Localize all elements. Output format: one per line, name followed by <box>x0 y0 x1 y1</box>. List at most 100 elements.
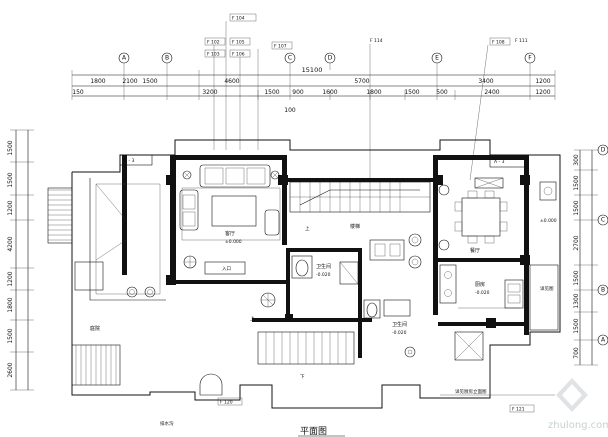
dim-left-2: 1500 <box>7 172 14 187</box>
top-dimension-chains: 15100 1800 2100 1500 4600 5700 3400 1200… <box>71 66 556 114</box>
dim-right-4: 2700 <box>573 235 580 250</box>
dim-total: 15100 <box>302 66 323 74</box>
dim-sub-3: 1500 <box>264 89 279 96</box>
bathroom-left: 卫生间 -0.020 <box>260 255 331 308</box>
living-room: 客厅 ±0.000 入口 <box>179 164 281 275</box>
central-stair: 楼梯 上 <box>289 181 431 232</box>
dim-sub-4: 900 <box>292 89 304 96</box>
dim-right-3: 1500 <box>573 200 580 215</box>
dim-top-3: 1500 <box>142 78 157 85</box>
kitchen: 厨房 -0.020 详见图 <box>439 264 559 361</box>
tag-f102: F 102 <box>207 40 220 46</box>
tag-f103: F 103 <box>207 52 220 58</box>
watermark-logo: zhulong.com <box>548 378 608 431</box>
bath2-level: -0.020 <box>392 330 407 336</box>
axis-d: D <box>328 55 333 62</box>
dim-right-6: 1300 <box>573 293 580 308</box>
tag-f106: F 106 <box>232 52 245 58</box>
dim-sub-8: 500 <box>436 89 448 96</box>
dim-left-6: 1800 <box>7 297 14 312</box>
left-wing: A - 3 庭院 <box>47 154 166 386</box>
leader-tags-top: F 104 F 102 F 103 F 105 F 106 F 107 F 10… <box>204 13 528 181</box>
bathroom-right: 卫生间 -0.020 <box>363 299 416 358</box>
dim-top-6: 3400 <box>478 78 493 85</box>
dim-sub-7: 1500 <box>404 89 419 96</box>
dim-sub-6: 1800 <box>366 89 381 96</box>
dim-top-1: 1800 <box>90 78 105 85</box>
bath1-label: 卫生间 <box>316 263 331 270</box>
right-dimension-chains: 300 1500 1500 2700 1500 1300 1500 700 <box>573 149 598 366</box>
tag-f107: F 107 <box>274 44 287 50</box>
dim-top-4: 4600 <box>224 78 239 85</box>
dim-right-2: 1500 <box>573 175 580 190</box>
tag-f104-top: F 104 <box>232 16 245 22</box>
tag-f121: F 121 <box>512 407 525 413</box>
axis-bubbles-top: A B C D E F <box>118 52 536 70</box>
dim-sub-5: 1600 <box>322 89 337 96</box>
axis-b: B <box>165 55 169 62</box>
dim-top-5: 5700 <box>354 78 369 85</box>
south-stair <box>71 344 121 386</box>
axis-f: F <box>528 55 532 62</box>
note-down: 下 <box>300 374 305 380</box>
dim-sub-9: 2400 <box>484 89 499 96</box>
stair-label: 楼梯 <box>350 223 360 230</box>
bath2-label: 卫生间 <box>392 321 407 328</box>
kitchen-label: 厨房 <box>475 281 485 288</box>
tag-f105: F 105 <box>232 40 245 46</box>
drawing-title: 平面图 <box>298 426 345 437</box>
axis-bubbles-right: D C B A <box>597 144 608 346</box>
thick-walls <box>122 155 530 358</box>
south-entry-stair: 下 上 <box>199 315 355 396</box>
axis-right-b: B <box>601 287 605 294</box>
dining-label: 餐厅 <box>470 247 480 254</box>
dim-left-5: 1200 <box>7 271 14 286</box>
note-kitchen-elev: 详见厨房立面图 <box>455 388 487 395</box>
dim-left-7: 1500 <box>7 328 14 343</box>
dim-right-1: 300 <box>573 154 580 166</box>
leader-tags-bottom: F 120 排水沟 详见厨房立面图 F 121 <box>160 345 555 427</box>
west-stair <box>47 187 73 244</box>
note-up-1: 上 <box>305 225 310 232</box>
axis-a: A <box>122 55 127 62</box>
dim-top-2: 2100 <box>122 78 137 85</box>
dim-left-4: 4200 <box>7 236 14 251</box>
tag-f114: F 114 <box>370 38 383 44</box>
dim-sub-10: 1200 <box>535 89 550 96</box>
living-level: ±0.000 <box>225 239 242 245</box>
section-tag-left: A - 3 <box>124 158 135 164</box>
section-tag-right: A - 3 <box>494 159 505 165</box>
dining-room: A - 3 餐厅 ±0.000 <box>438 154 557 254</box>
kitchen-level: -0.020 <box>475 290 490 296</box>
dim-left-8: 2600 <box>7 362 14 377</box>
left-dimension-chains: 1500 1500 1200 4200 1200 1800 1500 2600 <box>7 129 34 391</box>
dining-level: ±0.000 <box>540 218 557 224</box>
planter-pots <box>126 286 156 298</box>
dim-right-8: 700 <box>573 347 580 359</box>
axis-right-a: A <box>601 337 606 344</box>
dim-left-1: 1500 <box>7 140 14 155</box>
note-detail: 详见图 <box>540 285 554 292</box>
bath1-level: -0.020 <box>316 272 331 278</box>
note-up-2: 上 <box>250 315 255 322</box>
dim-sub-2: 3200 <box>202 89 217 96</box>
dim-right-7: 1500 <box>573 318 580 333</box>
garden-label: 庭院 <box>90 325 100 332</box>
dim-right-5: 1500 <box>573 270 580 285</box>
tag-f108: F 108 <box>492 40 505 46</box>
axis-right-d: D <box>601 147 606 154</box>
dim-top-7: 1200 <box>535 78 550 85</box>
watermark-text: zhulong.com <box>548 420 608 431</box>
axis-c: C <box>288 55 292 62</box>
tag-f120: F 120 <box>220 400 233 406</box>
note-drain: 排水沟 <box>160 420 174 427</box>
axis-e: E <box>435 55 439 62</box>
dim-left-3: 1200 <box>7 200 14 215</box>
axis-right-c: C <box>601 217 605 224</box>
dim-sub-1: 150 <box>72 89 84 96</box>
center-hall <box>339 233 422 285</box>
note-entrance: 入口 <box>222 266 231 272</box>
dim-sub-100: 100 <box>284 107 296 114</box>
living-label: 客厅 <box>225 230 235 237</box>
